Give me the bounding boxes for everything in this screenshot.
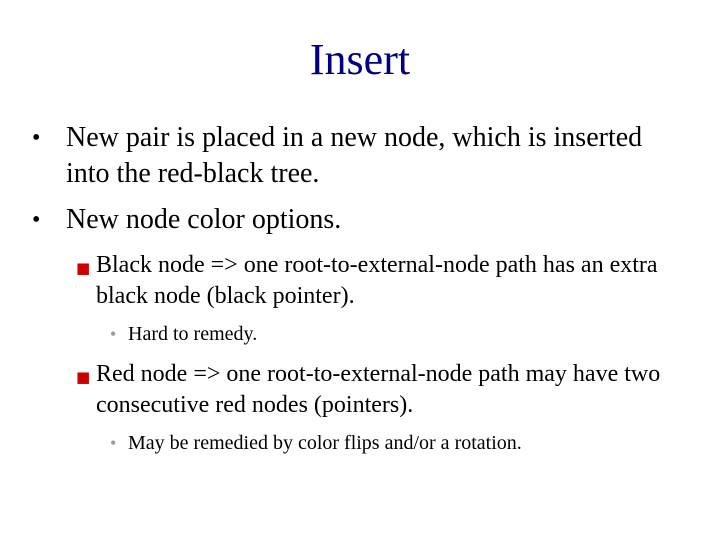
square-bullet-icon: ■ — [76, 259, 91, 277]
slide-title: Insert — [309, 35, 411, 84]
bullet-marker: • — [32, 207, 41, 233]
bullet-item-2: • New node color options. — [32, 202, 692, 238]
sub-bullet-text: Black node => one root-to-external-node … — [96, 252, 658, 309]
bullet-text: New node color options. — [66, 204, 342, 235]
bullet-text: New pair is placed in a new node, which … — [66, 122, 643, 189]
bullet-marker: • — [110, 433, 117, 453]
sub-sub-bullet-item-2: • May be remedied by color flips and/or … — [110, 430, 700, 456]
sub-bullet-text: Red node => one root-to-external-node pa… — [96, 361, 661, 418]
bullet-marker: • — [110, 324, 117, 344]
sub-bullet-item-1: ■ Black node => one root-to-external-nod… — [76, 250, 696, 312]
square-bullet-icon: ■ — [76, 368, 91, 386]
sub-sub-bullet-item-1: • Hard to remedy. — [110, 321, 700, 347]
bullet-item-1: • New pair is placed in a new node, whic… — [32, 120, 692, 192]
sub-sub-bullet-text: Hard to remedy. — [128, 323, 258, 345]
sub-bullet-item-2: ■ Red node => one root-to-external-node … — [76, 359, 696, 421]
bullet-marker: • — [32, 125, 41, 151]
sub-sub-bullet-text: May be remedied by color flips and/or a … — [128, 432, 522, 454]
